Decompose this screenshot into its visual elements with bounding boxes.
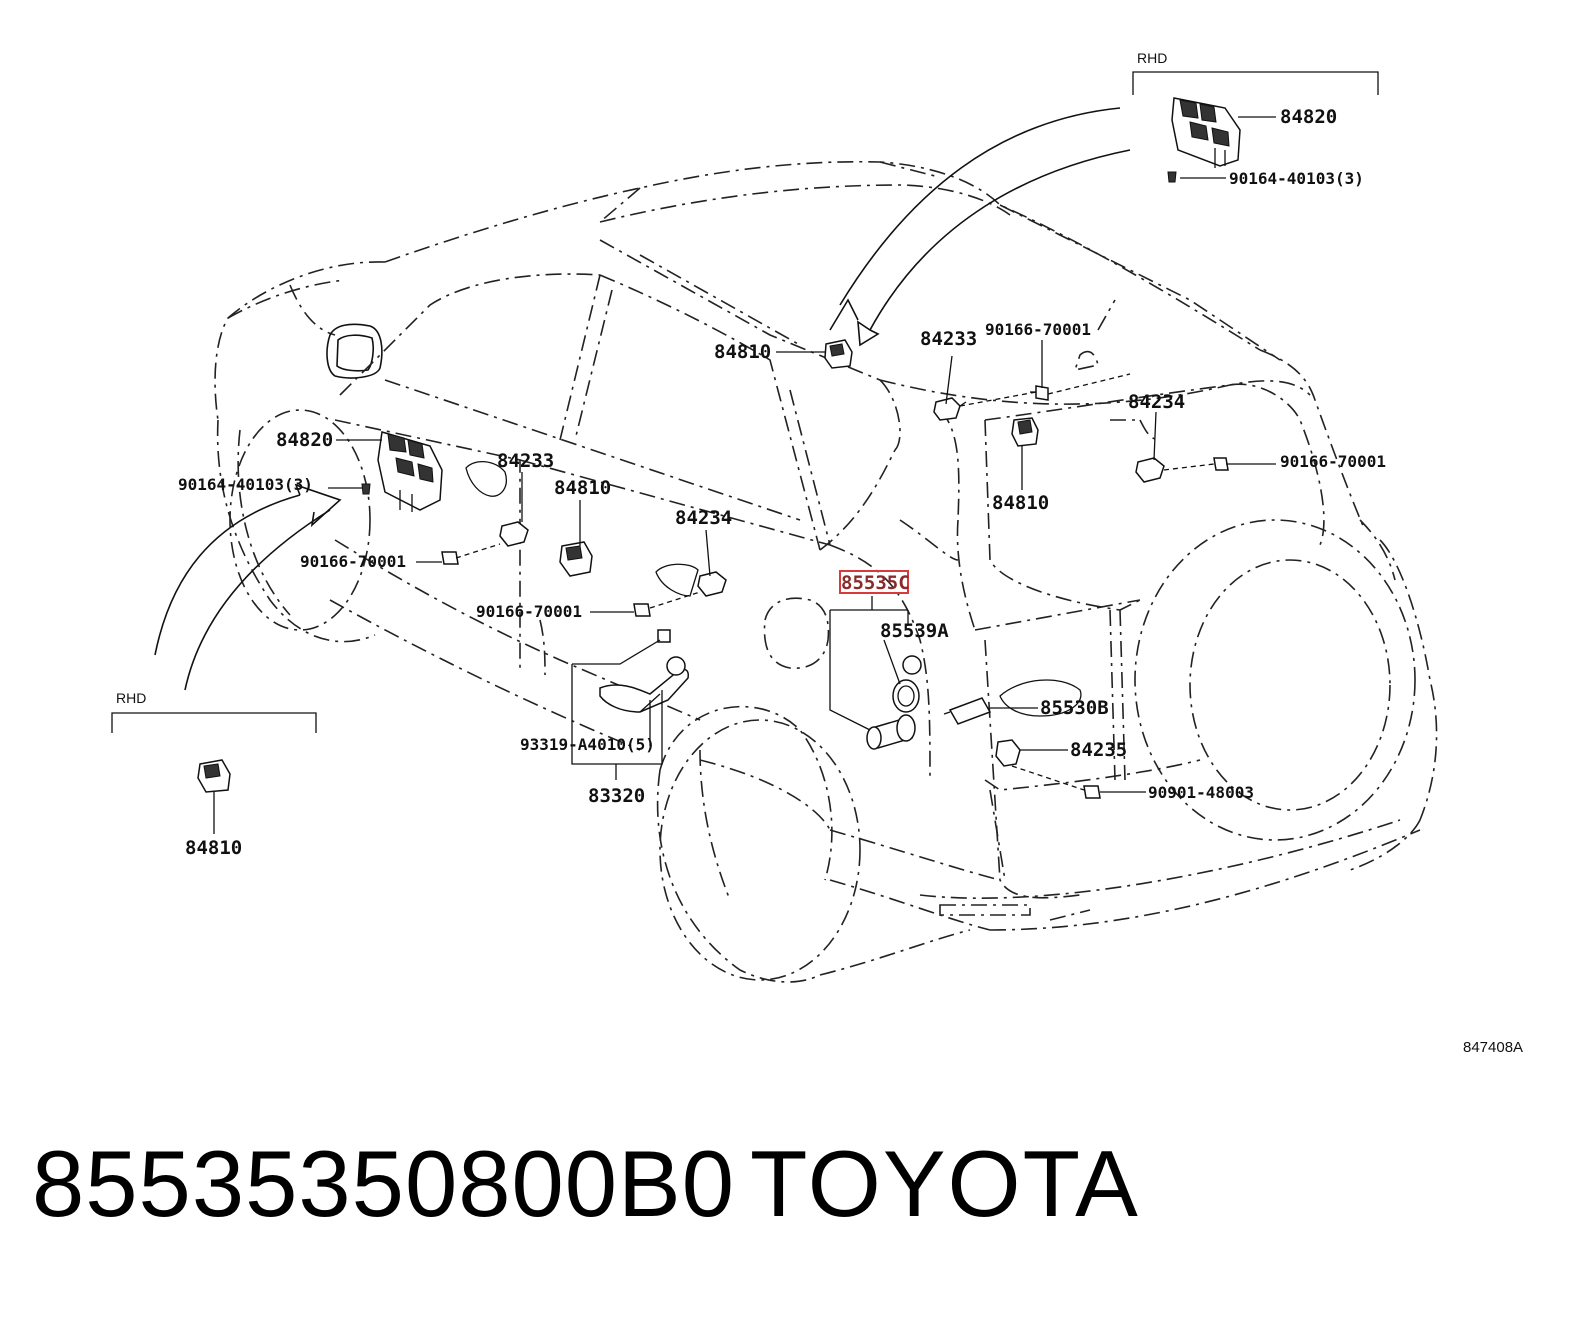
master-switch-icon	[1171, 97, 1241, 168]
part-label[interactable]: 90166-70001	[300, 552, 406, 571]
part-label-highlighted[interactable]: 85535C	[841, 572, 910, 594]
bolt-icon	[1213, 457, 1229, 471]
door-panel-blob	[465, 461, 507, 497]
leader-arrows	[154, 107, 1131, 691]
power-socket-icon	[866, 714, 916, 750]
rhd-label-bottom: RHD	[116, 690, 146, 706]
figure-code: 847408A	[1463, 1039, 1524, 1056]
part-label[interactable]: 85530B	[1040, 697, 1109, 719]
part-label[interactable]: 90164-40103(3)	[1229, 169, 1364, 188]
part-label[interactable]: 90164-40103(3)	[178, 475, 313, 494]
part-label[interactable]: 84234	[1128, 391, 1185, 413]
leader-lines	[213, 116, 1276, 834]
part-label[interactable]: 90166-70001	[476, 602, 582, 621]
part-number: 85535350800B0	[32, 1131, 736, 1236]
part-label[interactable]: 84235	[1070, 739, 1127, 761]
window-switch-icon	[559, 541, 593, 577]
rhd-bracket-bottom: RHD	[111, 690, 317, 733]
socket-housing-icon	[943, 697, 992, 725]
courtesy-switch-icon	[697, 571, 727, 597]
door-panel-blob	[655, 563, 699, 597]
bolt-icon	[441, 551, 459, 565]
courtesy-switch-icon	[1135, 457, 1165, 483]
screw-icon	[361, 483, 371, 495]
bolt-icon	[1083, 785, 1101, 799]
part-label[interactable]: 85539A	[880, 620, 949, 642]
socket-ring-icon	[892, 679, 920, 713]
brand-name: TOYOTA	[750, 1131, 1140, 1236]
part-label[interactable]: 83320	[588, 785, 645, 807]
rhd-label-top: RHD	[1137, 50, 1167, 66]
part-label[interactable]: 90901-48003	[1148, 783, 1254, 802]
part-label[interactable]: 84234	[675, 507, 732, 529]
part-label[interactable]: 90166-70001	[985, 320, 1091, 339]
window-switch-icon	[1011, 417, 1039, 447]
courtesy-switch-icon	[499, 521, 529, 547]
part-label[interactable]: 93319-A4010(5)	[520, 735, 655, 754]
fuel-opener-icon	[599, 656, 689, 713]
bolt-icon	[1030, 385, 1049, 401]
part-label[interactable]: 84233	[497, 450, 554, 472]
master-switch-icon	[377, 431, 443, 512]
socket-cap-icon	[902, 655, 922, 675]
vehicle-outline	[214, 160, 1438, 983]
socket-switch-icon	[995, 739, 1021, 767]
screw-icon	[1167, 171, 1177, 183]
part-label[interactable]: 84820	[276, 429, 333, 451]
rhd-bracket-top: RHD	[1132, 50, 1379, 95]
part-label[interactable]: 84233	[920, 328, 977, 350]
part-label[interactable]: 84820	[1280, 106, 1337, 128]
bolt-icon	[657, 629, 671, 643]
highlight-box	[839, 570, 909, 594]
part-label[interactable]: 84810	[992, 492, 1049, 514]
window-switch-icon	[197, 759, 231, 793]
part-label[interactable]: 84810	[554, 477, 611, 499]
part-label[interactable]: 84810	[185, 837, 242, 859]
part-label[interactable]: 84810	[714, 341, 771, 363]
courtesy-switch-icon	[933, 397, 967, 421]
window-switch-icon	[824, 339, 853, 369]
part-label[interactable]: 90166-70001	[1280, 452, 1386, 471]
part-labels: 84820 90164-40103(3) 84810 84233 90166-7…	[178, 106, 1386, 859]
socket-panel-blob	[999, 679, 1082, 717]
bolt-icon	[633, 603, 651, 617]
